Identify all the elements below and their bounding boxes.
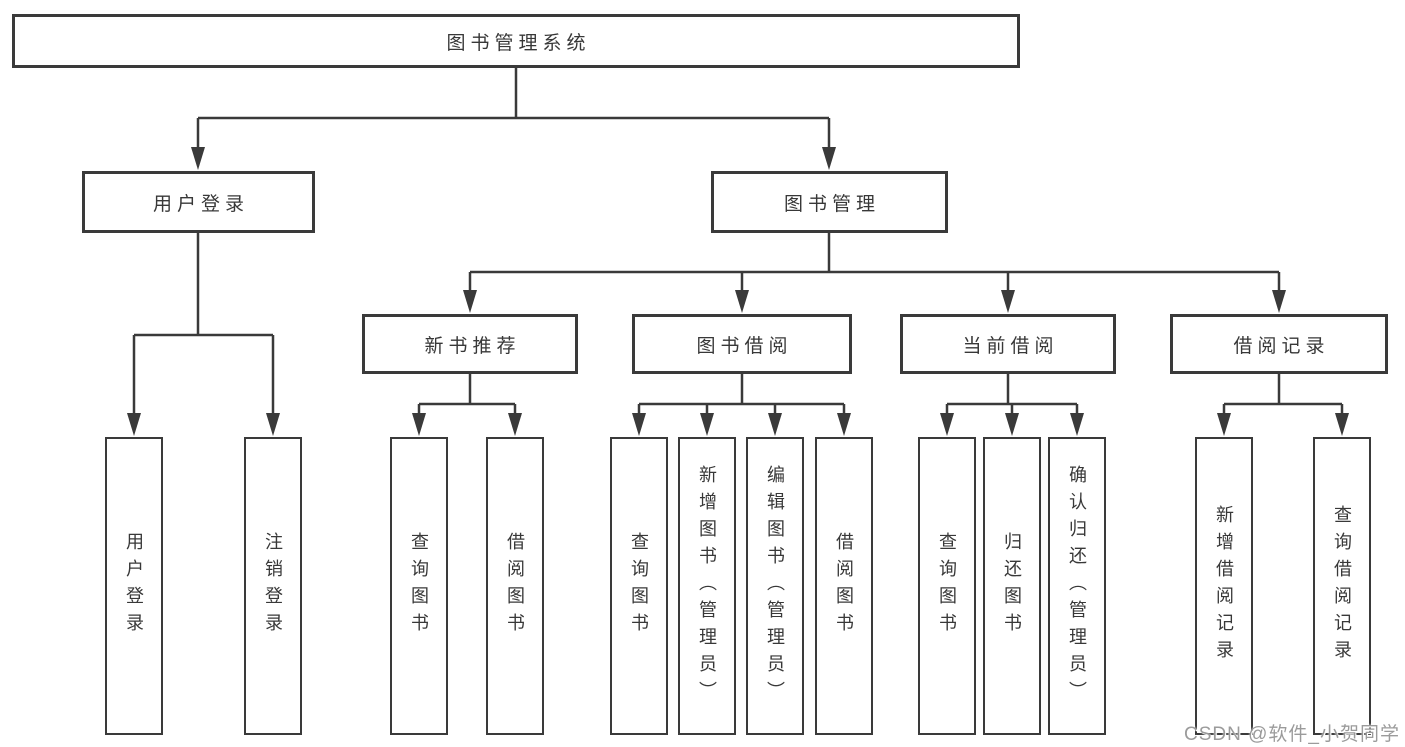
csdn-watermark: CSDN @软件_小贺同学	[1184, 724, 1400, 745]
connector-root	[196, 68, 831, 150]
node-label: 用户登录	[124, 532, 144, 640]
node-label: 图书借阅	[696, 335, 793, 357]
node-borrow-records: 借阅记录	[1170, 314, 1388, 374]
connector-book-borrowing	[637, 374, 846, 417]
node-label: 编辑图书（管理员）	[765, 464, 785, 708]
leaf-query-borrow-record: 查询借阅记录	[1313, 437, 1371, 735]
node-label: 确认归还（管理员）	[1067, 464, 1087, 708]
node-label: 图书管理系统	[446, 32, 591, 54]
node-label: 借阅图书	[834, 532, 854, 640]
node-label: 借阅记录	[1233, 335, 1330, 357]
leaf-query-books-current: 查询图书	[918, 437, 976, 735]
node-book-management: 图书管理	[711, 171, 948, 233]
node-label: 注销登录	[263, 532, 283, 640]
leaf-query-books-recommend: 查询图书	[390, 437, 448, 735]
node-user-login-branch: 用户登录	[82, 171, 315, 233]
leaf-return-books: 归还图书	[983, 437, 1041, 735]
leaf-query-books-borrowing: 查询图书	[610, 437, 668, 735]
leaf-edit-books-admin: 编辑图书（管理员）	[746, 437, 804, 735]
leaf-logout: 注销登录	[244, 437, 302, 735]
node-label: 查询图书	[937, 532, 957, 640]
leaf-add-books-admin: 新增图书（管理员）	[678, 437, 736, 735]
connector-user-login	[132, 233, 275, 417]
connector-new-book-recommend	[417, 374, 517, 417]
node-library-management-system: 图书管理系统	[12, 14, 1020, 68]
node-label: 新增借阅记录	[1214, 505, 1234, 667]
connector-current-borrowing	[945, 374, 1079, 417]
node-current-borrowing: 当前借阅	[900, 314, 1116, 374]
leaf-confirm-return-admin: 确认归还（管理员）	[1048, 437, 1106, 735]
leaf-user-login: 用户登录	[105, 437, 163, 735]
node-label: 当前借阅	[962, 335, 1059, 357]
node-label: 归还图书	[1002, 532, 1022, 640]
node-label: 查询借阅记录	[1332, 505, 1352, 667]
node-label: 用户登录	[152, 193, 249, 215]
node-label: 新书推荐	[424, 335, 521, 357]
leaf-borrow-books: 借阅图书	[815, 437, 873, 735]
node-label: 查询图书	[629, 532, 649, 640]
node-book-borrowing: 图书借阅	[632, 314, 852, 374]
node-label: 借阅图书	[505, 532, 525, 640]
arrowheads	[127, 147, 1349, 436]
leaf-borrow-books-recommend: 借阅图书	[486, 437, 544, 735]
node-label: 新增图书（管理员）	[697, 464, 717, 708]
node-label: 图书管理	[783, 193, 880, 215]
connector-book-management	[468, 233, 1281, 294]
node-label: 查询图书	[409, 532, 429, 640]
leaf-add-borrow-record: 新增借阅记录	[1195, 437, 1253, 735]
connector-borrow-records	[1222, 374, 1344, 417]
node-new-book-recommend: 新书推荐	[362, 314, 578, 374]
